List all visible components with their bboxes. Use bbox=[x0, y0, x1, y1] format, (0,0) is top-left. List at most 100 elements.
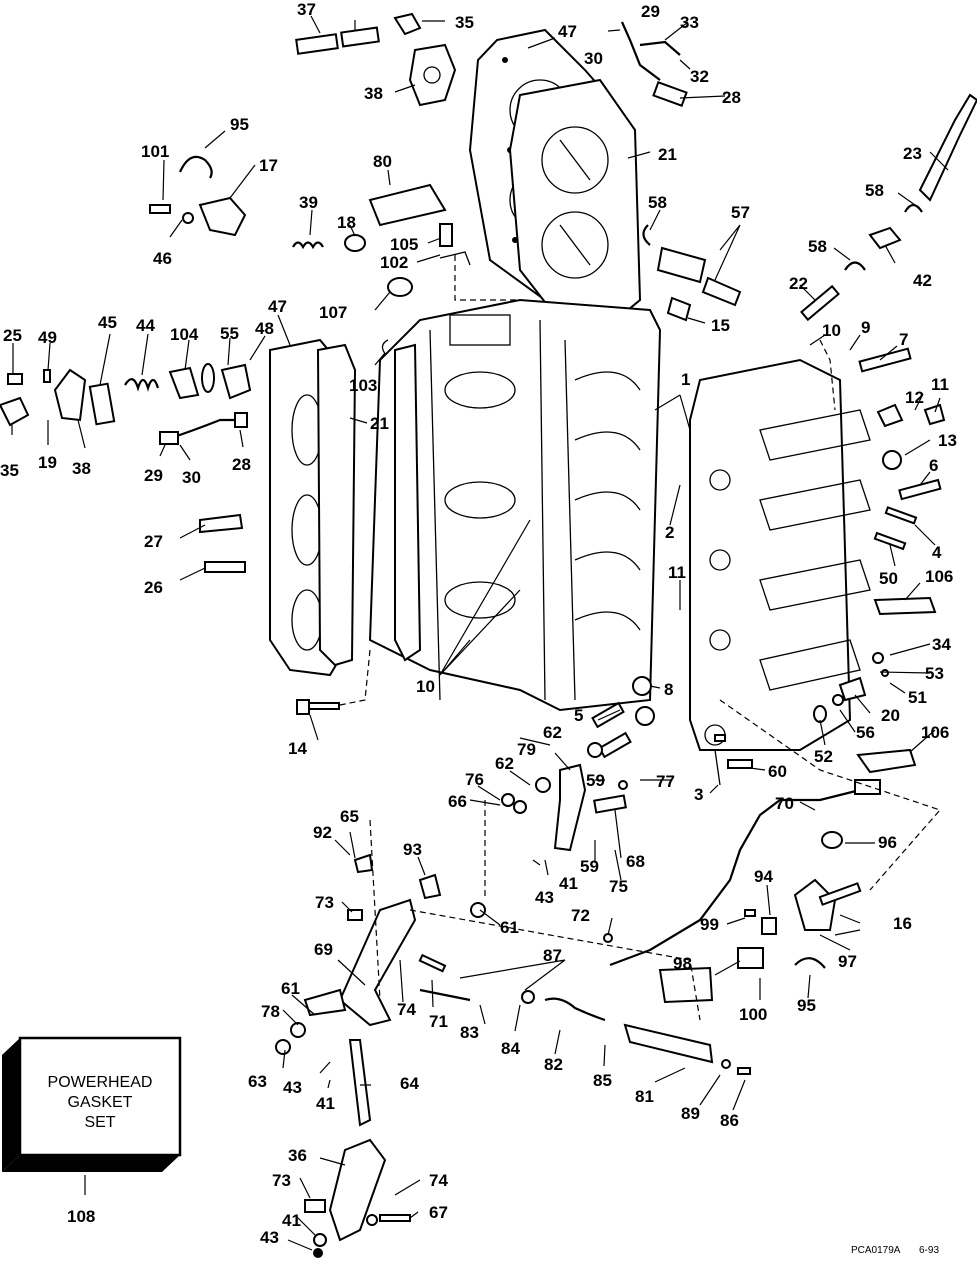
small-parts-upper bbox=[149, 12, 977, 356]
callout-99: 99 bbox=[700, 915, 719, 934]
powerhead-gasket-set-box: POWERHEAD GASKET SET bbox=[2, 1036, 182, 1172]
callout-83: 83 bbox=[460, 1023, 479, 1042]
figure-date: 6-93 bbox=[919, 1245, 939, 1256]
crankcase-cover bbox=[689, 358, 871, 751]
callout-73: 73 bbox=[272, 1171, 291, 1190]
callout-20: 20 bbox=[881, 706, 900, 725]
callout-33: 33 bbox=[680, 13, 699, 32]
callout-62: 62 bbox=[543, 723, 562, 742]
callout-10: 10 bbox=[822, 321, 841, 340]
callout-97: 97 bbox=[838, 952, 857, 971]
callout-28: 28 bbox=[232, 455, 251, 474]
callout-1: 1 bbox=[681, 370, 690, 389]
callout-106: 106 bbox=[925, 567, 953, 586]
callout-39: 39 bbox=[299, 193, 318, 212]
callout-14: 14 bbox=[288, 739, 307, 758]
callout-87: 87 bbox=[543, 946, 562, 965]
callout-72: 72 bbox=[571, 906, 590, 925]
callout-13: 13 bbox=[938, 431, 957, 450]
callout-41: 41 bbox=[282, 1211, 301, 1230]
callout-30: 30 bbox=[584, 49, 603, 68]
callout-46: 46 bbox=[153, 249, 172, 268]
callout-4: 4 bbox=[932, 543, 942, 562]
callout-48: 48 bbox=[255, 319, 274, 338]
callout-95: 95 bbox=[230, 115, 249, 134]
callout-69: 69 bbox=[314, 940, 333, 959]
callout-45: 45 bbox=[98, 313, 117, 332]
callout-79: 79 bbox=[517, 740, 536, 759]
callout-26: 26 bbox=[144, 578, 163, 597]
callout-106: 106 bbox=[921, 723, 949, 742]
callout-41: 41 bbox=[559, 874, 578, 893]
callout-43: 43 bbox=[535, 888, 554, 907]
callout-27: 27 bbox=[144, 532, 163, 551]
callout-56: 56 bbox=[856, 723, 875, 742]
callout-108: 108 bbox=[67, 1207, 95, 1226]
callout-34: 34 bbox=[932, 635, 951, 654]
callout-77: 77 bbox=[656, 772, 675, 791]
callout-51: 51 bbox=[908, 688, 927, 707]
callout-61: 61 bbox=[281, 979, 300, 998]
callout-16: 16 bbox=[893, 914, 912, 933]
leader-lines bbox=[11, 15, 949, 1251]
callout-21: 21 bbox=[658, 145, 677, 164]
callout-58: 58 bbox=[808, 237, 827, 256]
callout-107: 107 bbox=[319, 303, 347, 322]
cylinder-head-left bbox=[269, 338, 422, 677]
callout-58: 58 bbox=[648, 193, 667, 212]
callout-numbers: 37 35 47 29 33 30 32 38 28 95 21 101 17 … bbox=[0, 0, 957, 1247]
callout-66: 66 bbox=[448, 792, 467, 811]
callout-35: 35 bbox=[0, 461, 19, 480]
callout-84: 84 bbox=[501, 1039, 520, 1058]
callout-74: 74 bbox=[429, 1171, 448, 1190]
callout-67: 67 bbox=[429, 1203, 448, 1222]
callout-63: 63 bbox=[248, 1072, 267, 1091]
callout-80: 80 bbox=[373, 152, 392, 171]
callout-74: 74 bbox=[397, 1000, 416, 1019]
callout-41: 41 bbox=[316, 1094, 335, 1113]
callout-29: 29 bbox=[144, 466, 163, 485]
callout-62: 62 bbox=[495, 754, 514, 773]
cylinder-head-top bbox=[508, 78, 642, 327]
callout-64: 64 bbox=[400, 1074, 419, 1093]
callout-58: 58 bbox=[865, 181, 884, 200]
callout-15: 15 bbox=[711, 316, 730, 335]
callout-100: 100 bbox=[739, 1005, 767, 1024]
callout-75: 75 bbox=[609, 877, 628, 896]
callout-96: 96 bbox=[878, 833, 897, 852]
callout-55: 55 bbox=[220, 324, 239, 343]
callout-76: 76 bbox=[465, 770, 484, 789]
callout-6: 6 bbox=[929, 456, 938, 475]
callout-104: 104 bbox=[170, 325, 199, 344]
callout-73: 73 bbox=[315, 893, 334, 912]
callout-9: 9 bbox=[861, 318, 870, 337]
cylinder-block bbox=[368, 298, 662, 712]
callout-101: 101 bbox=[141, 142, 169, 161]
linkage-parts bbox=[275, 676, 751, 1258]
part-drawings bbox=[0, 12, 977, 1258]
callout-38: 38 bbox=[72, 459, 91, 478]
callout-11: 11 bbox=[931, 375, 949, 394]
callout-17: 17 bbox=[259, 156, 278, 175]
callout-25: 25 bbox=[3, 326, 22, 345]
callout-57: 57 bbox=[731, 203, 750, 222]
callout-105: 105 bbox=[390, 235, 418, 254]
callout-93: 93 bbox=[403, 840, 422, 859]
callout-61: 61 bbox=[500, 918, 519, 937]
callout-47: 47 bbox=[558, 22, 577, 41]
figure-code: PCA0179A bbox=[851, 1245, 901, 1256]
callout-86: 86 bbox=[720, 1111, 739, 1130]
callout-5: 5 bbox=[574, 706, 583, 725]
callout-29: 29 bbox=[641, 2, 660, 21]
callout-10: 10 bbox=[416, 677, 435, 696]
callout-98: 98 bbox=[673, 954, 692, 973]
callout-28: 28 bbox=[722, 88, 741, 107]
callout-22: 22 bbox=[789, 274, 808, 293]
callout-21: 21 bbox=[370, 414, 389, 433]
callout-59: 59 bbox=[580, 857, 599, 876]
callout-81: 81 bbox=[635, 1087, 654, 1106]
small-parts-left bbox=[0, 363, 340, 715]
callout-37: 37 bbox=[297, 0, 316, 19]
callout-19: 19 bbox=[38, 453, 57, 472]
